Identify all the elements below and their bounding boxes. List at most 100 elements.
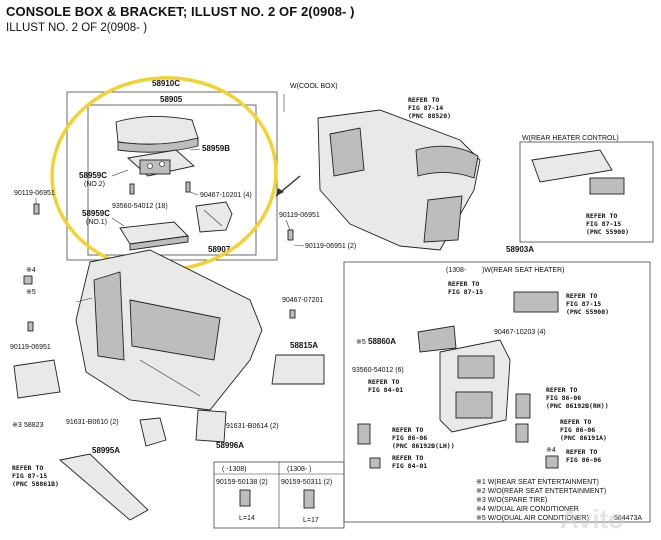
stud-part-l14 (239, 489, 251, 507)
callout-58995a[interactable]: 58995A (92, 446, 120, 455)
switch-part-d[interactable] (545, 455, 559, 469)
rear-heater-switch-part[interactable] (589, 177, 625, 195)
seat-heater-switch-part[interactable] (513, 291, 559, 313)
svg-text:REFER TO: REFER TO (368, 378, 399, 386)
svg-text:FIG 84-01: FIG 84-01 (368, 386, 403, 394)
callout-90119-06951-c[interactable]: 90119-06951 (2) (305, 243, 356, 250)
svg-text:REFER TO: REFER TO (392, 426, 423, 434)
clip-part[interactable] (23, 275, 33, 285)
callout-90119-06951-d[interactable]: 90119-06951 (10, 344, 51, 351)
mat-part[interactable] (271, 354, 325, 385)
svg-text:FIG 86-06: FIG 86-06 (560, 426, 595, 434)
refer-fig-86-06-86191a[interactable]: REFER TO FIG 86-06 (PNC 86191A) (560, 418, 607, 442)
refer-fig-87-15-c[interactable]: REFER TO FIG 87-15 (PNC 55900) (566, 292, 609, 316)
legend-item-2: ※2 W/O(REAR SEAT ENTERTAINMENT) (476, 488, 606, 495)
armrest-lid-part[interactable] (115, 115, 199, 153)
seat-switch-rh-part[interactable] (515, 393, 531, 419)
arrow-head (276, 188, 284, 196)
cool-box-console-part[interactable] (317, 109, 481, 251)
refer-fig-87-15-58861b[interactable]: REFER TO FIG 87-15 (PNC 58861B) (12, 464, 59, 488)
callout-91631-b0614[interactable]: 91631-B0614 (2) (226, 423, 279, 430)
callout-90119-06951-a[interactable]: 90119-06951 (14, 190, 55, 197)
section-rear-heater: W(REAR HEATER CONTROL) (522, 135, 619, 142)
svg-text:REFER TO: REFER TO (546, 386, 577, 394)
legend-item-1: ※1 W(REAR SEAT ENTERTAINMENT) (476, 479, 599, 486)
callout-no1: (NO.1) (86, 219, 107, 226)
svg-text:(PNC 86192B(RH)): (PNC 86192B(RH)) (546, 402, 609, 410)
hinge-bracket-part[interactable] (127, 149, 195, 177)
group-box-58903a (343, 261, 651, 523)
duct-part[interactable] (59, 453, 149, 521)
callout-58823[interactable]: 58823 (24, 422, 44, 429)
table-col1-len: L=14 (239, 515, 255, 522)
table-col1-part: 90159-50138 (2) (216, 479, 268, 486)
callout-58907[interactable]: 58907 (208, 245, 231, 254)
console-body-part[interactable] (75, 249, 263, 411)
vent-part-58860a[interactable] (417, 325, 457, 353)
clip-part-b[interactable] (289, 309, 296, 319)
bolt-part-b[interactable] (287, 229, 294, 241)
refer-fig-87-14[interactable]: REFER TO FIG 87-14 (PNC 88520) (408, 96, 451, 120)
callout-58910c[interactable]: 58910C (152, 79, 180, 88)
callout-58905[interactable]: 58905 (160, 95, 183, 104)
callout-star5-a: ※5 (26, 289, 36, 296)
svg-text:REFER TO: REFER TO (392, 454, 423, 462)
refer-fig-86-06-lh[interactable]: REFER TO FIG 86-06 (PNC 86192B(LH)) (392, 426, 455, 450)
callout-93560-54012[interactable]: 93560-54012 (18) (112, 203, 168, 210)
watermark: Avito (560, 504, 624, 534)
refer-fig-87-15-a[interactable]: REFER TO FIG 87-15 (PNC 55900) (586, 212, 629, 236)
svg-text:FIG 87-14: FIG 87-14 (408, 104, 443, 112)
callout-93560-54012-6[interactable]: 93560-54012 (6) (352, 367, 404, 374)
latch-part-58907[interactable] (195, 201, 233, 233)
tray-part[interactable] (119, 221, 189, 251)
svg-text:FIG 86-06: FIG 86-06 (392, 434, 427, 442)
svg-text:(PNC 86191A): (PNC 86191A) (560, 434, 607, 442)
callout-no2: (NO.2) (84, 181, 105, 188)
callout-58815a[interactable]: 58815A (290, 341, 318, 350)
svg-text:(PNC 58861B): (PNC 58861B) (12, 480, 59, 488)
rear-panel-part[interactable] (531, 149, 613, 183)
callout-58959c-no2[interactable]: 58959C (79, 171, 107, 180)
table-col2-part: 90159-50311 (2) (281, 479, 332, 486)
callout-90467-10203[interactable]: 90467-10203 (4) (494, 329, 546, 336)
bolt-part-c[interactable] (27, 321, 34, 332)
callout-58996a[interactable]: 58996A (216, 441, 244, 450)
svg-text:REFER TO: REFER TO (560, 418, 591, 426)
section-seat-heater: )W(REAR SEAT HEATER) (482, 267, 564, 274)
rear-console-panel-part[interactable] (439, 339, 511, 433)
page-title: CONSOLE BOX & BRACKET; ILLUST NO. 2 OF 2… (6, 4, 355, 19)
callout-58860a[interactable]: 58860A (368, 337, 396, 346)
callout-58959b[interactable]: 58959B (202, 144, 230, 153)
section-cool-box: W(COOL BOX) (290, 83, 338, 90)
callout-90119-06951-b[interactable]: 90119-06951 (279, 212, 320, 219)
callout-90467-07201[interactable]: 90467-07201 (282, 297, 323, 304)
refer-fig-86-06-b[interactable]: REFER TO FIG 86-06 (566, 448, 601, 464)
stud-part-l17 (303, 489, 315, 509)
screw-part[interactable] (129, 181, 191, 195)
bracket-part-58995a[interactable] (139, 417, 167, 447)
seat-switch-lh-part[interactable] (357, 423, 371, 445)
bolt-part[interactable] (33, 203, 40, 215)
callout-91631-b0610[interactable]: 91631-B0610 (2) (66, 419, 119, 426)
refer-fig-84-01-b[interactable]: REFER TO FIG 84-01 (392, 454, 427, 470)
legend: ※1 W(REAR SEAT ENTERTAINMENT) ※2 W/O(REA… (476, 479, 606, 522)
svg-text:FIG 86-06: FIG 86-06 (546, 394, 581, 402)
socket-part[interactable] (515, 423, 529, 443)
callout-90467-10201[interactable]: 90467-10201 (4) (200, 192, 252, 199)
svg-text:REFER TO: REFER TO (12, 464, 43, 472)
callout-58959c-no1[interactable]: 58959C (82, 209, 110, 218)
callout-58903a[interactable]: 58903A (506, 245, 534, 254)
svg-text:FIG 87-15: FIG 87-15 (12, 472, 47, 480)
bracket-part-58996a[interactable] (195, 409, 227, 443)
clip-part-c[interactable] (369, 457, 381, 469)
svg-text:REFER TO: REFER TO (586, 212, 617, 220)
svg-text:FIG 87-15: FIG 87-15 (566, 300, 601, 308)
legend-item-3: ※3 W/O(SPARE TIRE) (476, 497, 547, 504)
svg-text:REFER TO: REFER TO (448, 280, 479, 288)
refer-fig-86-06-rh[interactable]: REFER TO FIG 86-06 (PNC 86192B(RH)) (546, 386, 609, 410)
storage-box-part-58823[interactable] (13, 359, 61, 399)
refer-fig-87-15-b[interactable]: REFER TO FIG 87-15 (448, 280, 483, 296)
refer-fig-84-01-a[interactable]: REFER TO FIG 84-01 (368, 378, 403, 394)
section-seat-heater-range: (1308- (446, 267, 467, 274)
